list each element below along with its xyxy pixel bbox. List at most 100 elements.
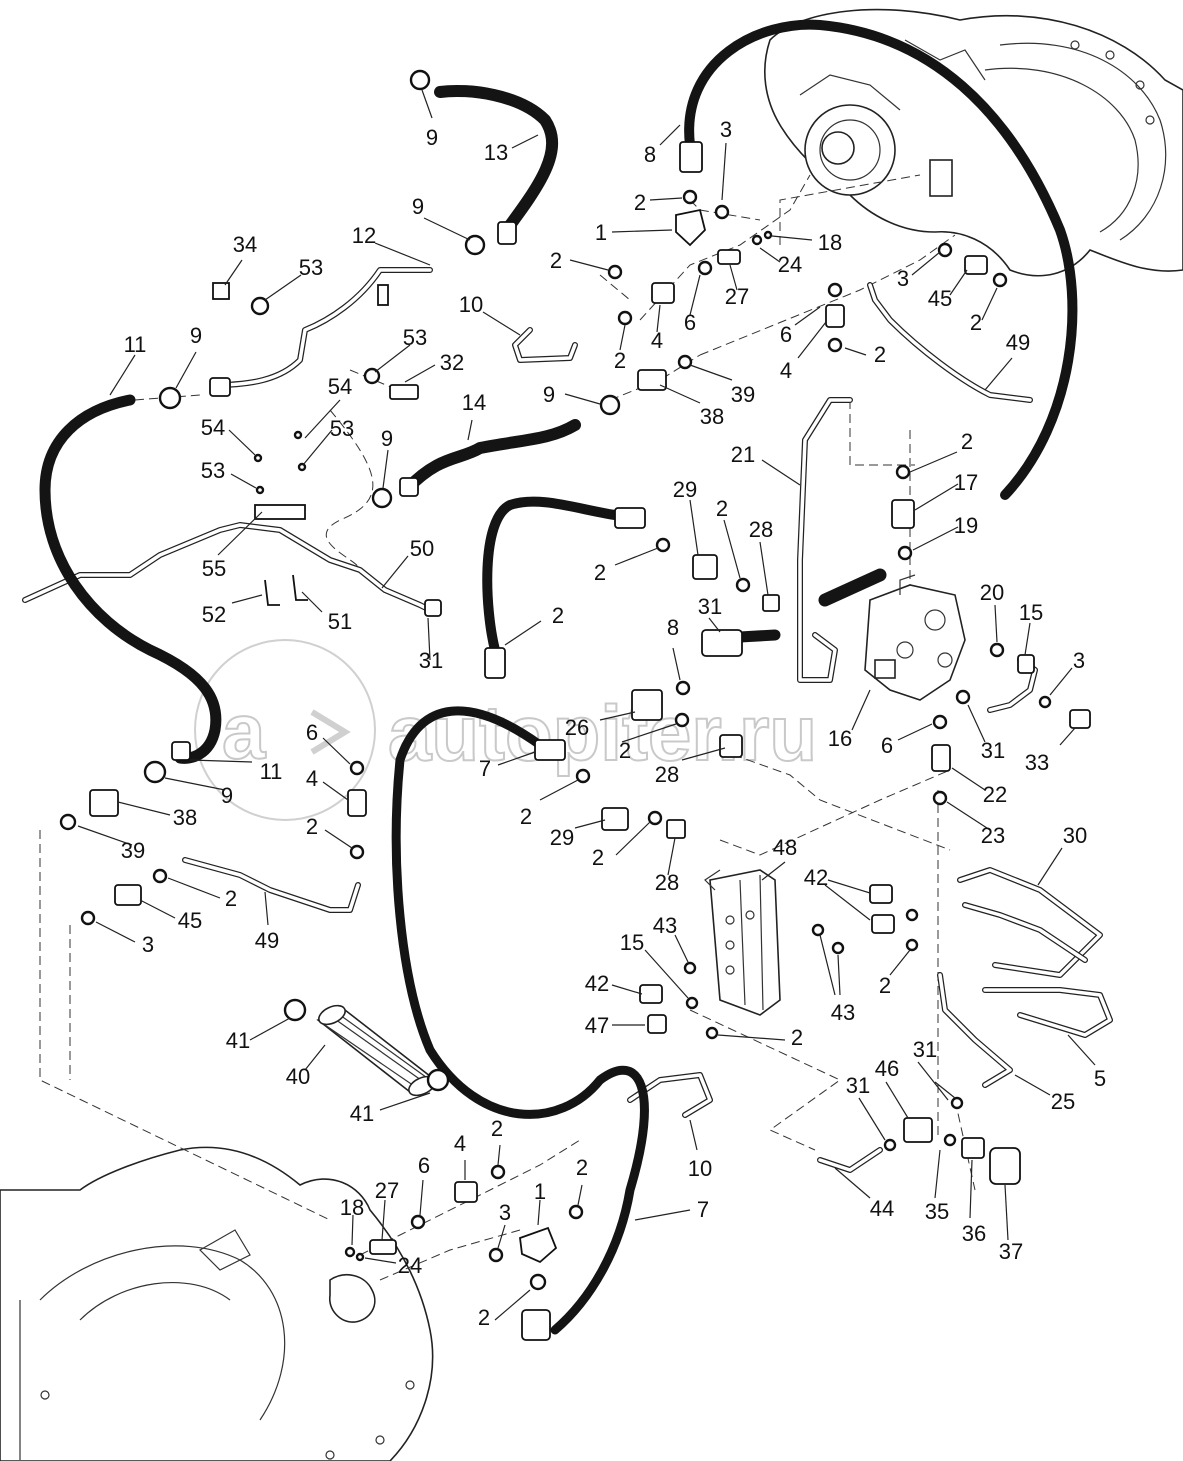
callout-7: 7: [479, 756, 491, 781]
callout-47: 47: [585, 1013, 609, 1038]
callout-48: 48: [773, 835, 797, 860]
callout-8: 8: [644, 142, 656, 167]
callout-15: 15: [620, 930, 644, 955]
hose-7: [391, 706, 649, 1335]
callout-46: 46: [875, 1056, 899, 1081]
callout-39: 39: [121, 838, 145, 863]
callout-7: 7: [697, 1197, 709, 1222]
callout-26: 26: [565, 715, 589, 740]
callout-22: 22: [983, 782, 1007, 807]
callout-5: 5: [1094, 1066, 1106, 1091]
callout-9: 9: [221, 783, 233, 808]
callout-1: 1: [595, 220, 607, 245]
callout-2: 2: [874, 342, 886, 367]
callout-16: 16: [828, 726, 852, 751]
callout-9: 9: [426, 125, 438, 150]
steel-tubes: [22, 267, 1113, 1173]
callout-31: 31: [419, 648, 443, 673]
callout-11: 11: [124, 332, 147, 357]
callout-34: 34: [233, 232, 257, 257]
callout-6: 6: [306, 720, 318, 745]
callout-3: 3: [720, 117, 732, 142]
callout-41: 41: [350, 1101, 374, 1126]
callout-44: 44: [870, 1196, 894, 1221]
front-axle-housing: [0, 1146, 434, 1461]
callout-3: 3: [499, 1200, 511, 1225]
callout-12: 12: [352, 223, 376, 248]
callout-2: 2: [879, 973, 891, 998]
callout-36: 36: [962, 1221, 986, 1246]
fittings: [59, 69, 1091, 1341]
callout-14: 14: [462, 390, 486, 415]
callout-2: 2: [619, 738, 631, 763]
callout-2: 2: [594, 560, 606, 585]
callout-31: 31: [913, 1037, 937, 1062]
hose-8-upper: [684, 19, 1078, 500]
callout-18: 18: [340, 1195, 364, 1220]
callout-2: 2: [716, 496, 728, 521]
callout-9: 9: [381, 426, 393, 451]
hose-14: [402, 419, 581, 494]
manifold-block-48: [704, 869, 781, 1016]
callout-2: 2: [491, 1116, 503, 1141]
callout-37: 37: [999, 1239, 1023, 1264]
callout-53: 53: [330, 416, 354, 441]
callout-51: 51: [328, 609, 352, 634]
callout-3: 3: [897, 266, 909, 291]
callout-39: 39: [731, 382, 755, 407]
callout-2: 2: [614, 348, 626, 373]
callout-50: 50: [410, 536, 434, 561]
rear-axle-differential-housing: [764, 8, 1183, 277]
callout-2: 2: [225, 886, 237, 911]
callout-35: 35: [925, 1199, 949, 1224]
callout-29: 29: [550, 825, 574, 850]
callout-25: 25: [1051, 1089, 1075, 1114]
valve-body-16: [864, 574, 966, 701]
callout-2: 2: [306, 814, 318, 839]
callout-4: 4: [306, 766, 318, 791]
callout-43: 43: [653, 913, 677, 938]
callout-2: 2: [550, 248, 562, 273]
leader-lines: [77, 89, 1096, 1321]
callout-3: 3: [1073, 648, 1085, 673]
callout-2: 2: [576, 1155, 588, 1180]
callout-15: 15: [1019, 600, 1043, 625]
callout-2: 2: [592, 845, 604, 870]
callout-31: 31: [698, 594, 722, 619]
callout-2: 2: [970, 310, 982, 335]
hose-15: [482, 496, 620, 655]
hose-8-mid: [734, 629, 781, 643]
watermark: a autopiter.ru: [194, 639, 818, 821]
hose-13: [434, 84, 559, 238]
callout-2: 2: [961, 429, 973, 454]
callout-28: 28: [655, 870, 679, 895]
callout-38: 38: [700, 404, 724, 429]
watermark-text: autopiter.ru: [388, 689, 817, 777]
callout-2: 2: [552, 603, 564, 628]
callout-45: 45: [178, 908, 202, 933]
callout-40: 40: [286, 1064, 310, 1089]
hose-11: [39, 394, 222, 764]
callout-19: 19: [954, 513, 978, 538]
callout-9: 9: [412, 194, 424, 219]
callout-31: 31: [981, 738, 1005, 763]
callout-43: 43: [831, 1000, 855, 1025]
callout-11: 11: [260, 759, 283, 784]
callout-6: 6: [418, 1153, 430, 1178]
callout-52: 52: [202, 602, 226, 627]
callout-3: 3: [142, 932, 154, 957]
callout-6: 6: [684, 310, 696, 335]
callout-2: 2: [478, 1305, 490, 1330]
callout-28: 28: [655, 762, 679, 787]
callout-53: 53: [201, 458, 225, 483]
callout-53: 53: [403, 325, 427, 350]
callout-2: 2: [520, 804, 532, 829]
callout-30: 30: [1063, 823, 1087, 848]
callout-4: 4: [651, 328, 663, 353]
callout-17: 17: [954, 470, 978, 495]
callout-6: 6: [881, 733, 893, 758]
callout-1: 1: [534, 1179, 546, 1204]
callout-38: 38: [173, 805, 197, 830]
